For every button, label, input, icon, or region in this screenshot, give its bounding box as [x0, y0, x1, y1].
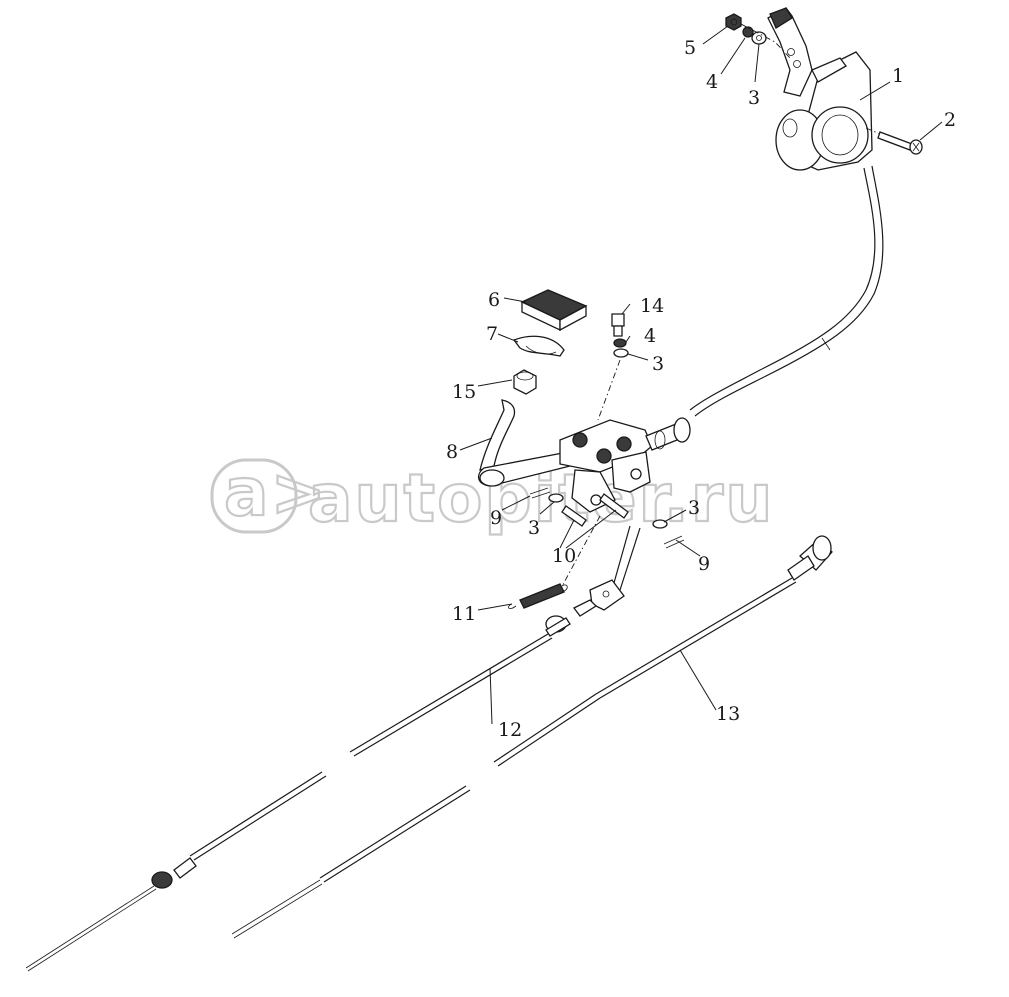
callout-9-left: 9 [490, 507, 502, 529]
pedal-pad [520, 289, 588, 332]
callout-15: 15 [452, 381, 476, 403]
callout-4-mid: 4 [644, 325, 656, 347]
callout-6: 6 [488, 289, 500, 311]
callout-12: 12 [498, 719, 522, 741]
hand-lever-assembly [767, 7, 873, 171]
return-spring [508, 583, 568, 609]
callout-7: 7 [486, 323, 498, 345]
callout-3-top: 3 [748, 87, 760, 109]
callout-labels: 1 2 3 4 5 6 7 14 4 3 15 8 9 3 10 3 9 11 … [446, 37, 956, 741]
callout-3-mid: 3 [652, 353, 664, 375]
callout-1: 1 [892, 65, 904, 87]
accelerator-cable [25, 615, 571, 972]
callout-2: 2 [944, 109, 956, 131]
throttle-cable [231, 535, 833, 939]
watermark-logo-icon [210, 458, 298, 534]
pedal-plate [512, 335, 565, 357]
callout-3-right: 3 [688, 497, 700, 519]
callout-8: 8 [446, 441, 458, 463]
callout-4-top: 4 [706, 71, 718, 93]
bolt-and-washers [597, 313, 629, 421]
watermark-logo-glyph: a> [224, 454, 328, 531]
callout-10: 10 [552, 545, 576, 567]
callout-5: 5 [684, 37, 696, 59]
nut [513, 369, 537, 395]
callout-9-right: 9 [698, 553, 710, 575]
pins-and-washers [529, 487, 685, 549]
callout-14: 14 [640, 295, 664, 317]
leader-lines [459, 25, 943, 725]
mounting-bracket [559, 417, 691, 513]
callout-3-left: 3 [528, 517, 540, 539]
fastener-set-top [725, 13, 791, 59]
callout-11: 11 [452, 603, 476, 625]
lever-cable [689, 165, 884, 417]
callout-13: 13 [716, 703, 740, 725]
screw [865, 127, 923, 155]
linkage-rod [559, 515, 641, 591]
pedal-arm [478, 399, 571, 487]
clevis-end [573, 579, 625, 617]
